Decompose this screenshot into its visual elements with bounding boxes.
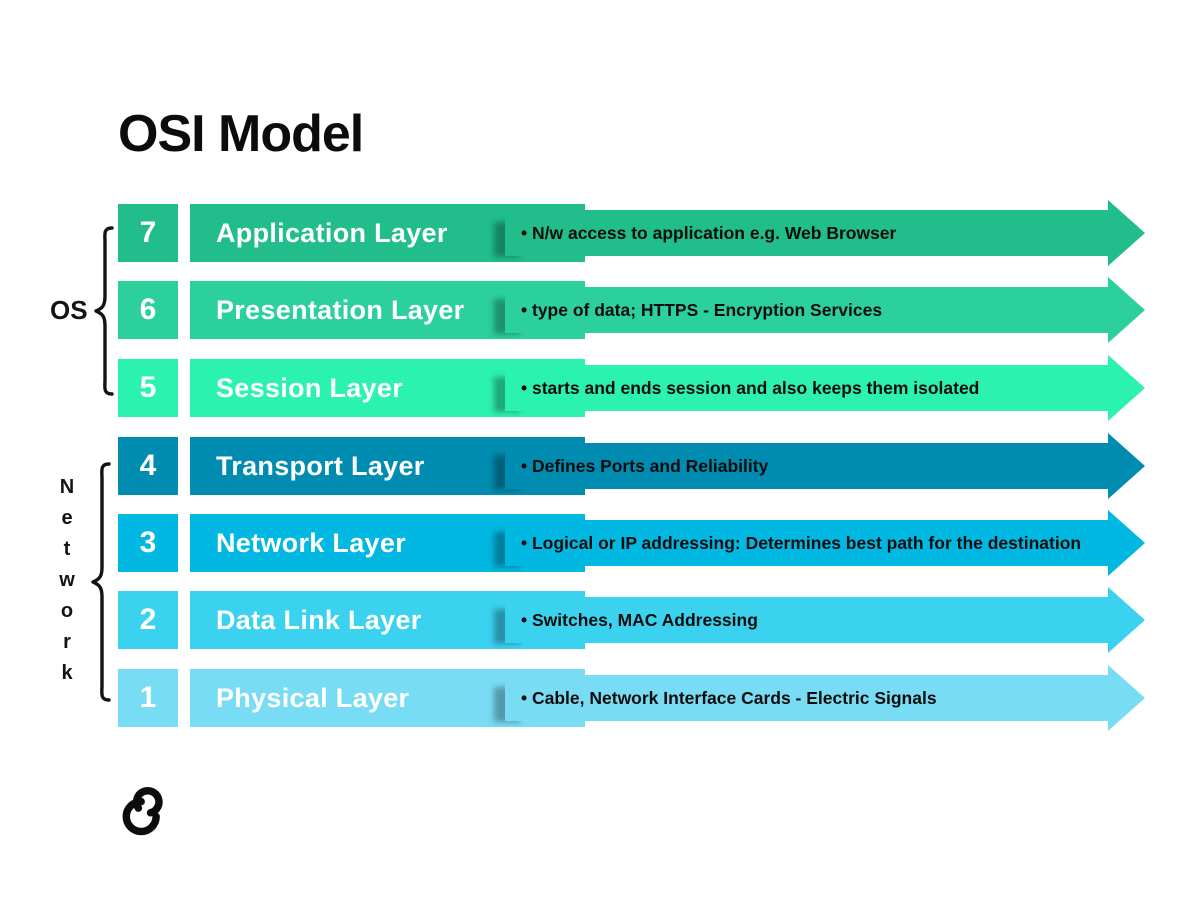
layer-row-4: 4 Transport Layer • Defines Ports and Re… xyxy=(0,433,1200,499)
arrow-head-icon xyxy=(1108,433,1145,499)
layer-description-band: • Cable, Network Interface Cards - Elect… xyxy=(505,675,1108,721)
layer-number-box: 5 xyxy=(118,359,178,417)
layer-description-band: • Defines Ports and Reliability xyxy=(505,443,1108,489)
layer-description-band: • Switches, MAC Addressing xyxy=(505,597,1108,643)
interlocked-hooks-logo-icon xyxy=(122,787,163,836)
layer-description-band: • Logical or IP addressing: Determines b… xyxy=(505,520,1108,566)
layer-number-box: 2 xyxy=(118,591,178,649)
arrow-head-icon xyxy=(1108,200,1145,266)
layer-number-box: 3 xyxy=(118,514,178,572)
layer-number-box: 4 xyxy=(118,437,178,495)
curly-brace-os-icon xyxy=(94,226,114,396)
layer-row-6: 6 Presentation Layer • type of data; HTT… xyxy=(0,277,1200,343)
group-label-network: Network xyxy=(56,476,78,693)
curly-brace-network-icon xyxy=(91,462,111,702)
layer-description-band: • N/w access to application e.g. Web Bro… xyxy=(505,210,1108,256)
layer-number-box: 6 xyxy=(118,281,178,339)
layer-number-box: 7 xyxy=(118,204,178,262)
page-title: OSI Model xyxy=(118,105,364,163)
layer-row-1: 1 Physical Layer • Cable, Network Interf… xyxy=(0,665,1200,731)
arrow-head-icon xyxy=(1108,355,1145,421)
layer-row-2: 2 Data Link Layer • Switches, MAC Addres… xyxy=(0,587,1200,653)
arrow-head-icon xyxy=(1108,510,1145,576)
layer-row-3: 3 Network Layer • Logical or IP addressi… xyxy=(0,510,1200,576)
arrow-head-icon xyxy=(1108,277,1145,343)
layer-number-box: 1 xyxy=(118,669,178,727)
layer-description-band: • type of data; HTTPS - Encryption Servi… xyxy=(505,287,1108,333)
arrow-head-icon xyxy=(1108,665,1145,731)
layer-row-5: 5 Session Layer • starts and ends sessio… xyxy=(0,355,1200,421)
layer-description-band: • starts and ends session and also keeps… xyxy=(505,365,1108,411)
arrow-head-icon xyxy=(1108,587,1145,653)
group-label-os: OS xyxy=(50,295,88,325)
layer-row-7: 7 Application Layer • N/w access to appl… xyxy=(0,200,1200,266)
